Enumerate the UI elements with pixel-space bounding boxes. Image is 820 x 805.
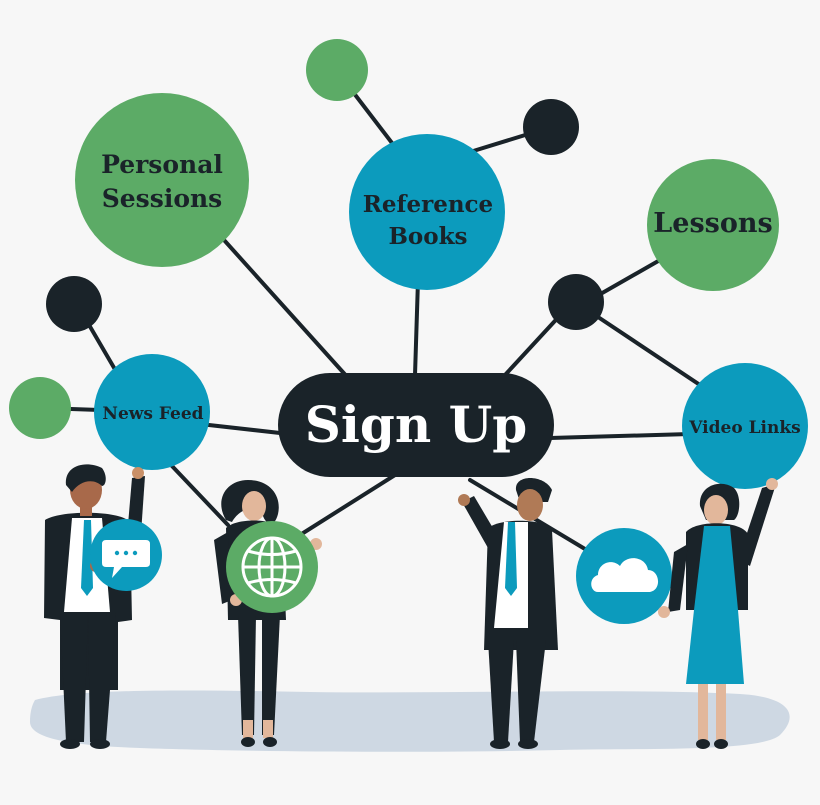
node-personal-sessions-line2: Sessions [102, 184, 223, 213]
node-video-links[interactable]: Video Links [682, 363, 808, 489]
globe-icon [226, 521, 318, 613]
node-personal-sessions[interactable]: Personal Sessions [75, 93, 249, 267]
chat-bubble-icon [90, 519, 162, 591]
node-personal-sessions-line1: Personal [101, 150, 223, 179]
dot-dark-right [548, 274, 604, 330]
node-lessons[interactable]: Lessons [647, 159, 779, 291]
node-video-links-label: Video Links [688, 418, 800, 438]
node-news-feed[interactable]: News Feed [94, 354, 210, 470]
node-reference-books-line1: Reference [363, 191, 493, 218]
dot-dark-left [46, 276, 102, 332]
dot-dark-top-right [523, 99, 579, 155]
sign-up-button[interactable]: Sign Up [278, 373, 554, 477]
node-news-feed-label: News Feed [102, 404, 203, 424]
node-reference-books-line2: Books [388, 223, 467, 250]
dot-green-top [306, 39, 368, 101]
ground-shadow [30, 690, 790, 752]
person-man-center [458, 478, 558, 749]
dot-green-left [9, 377, 71, 439]
person-woman-right [658, 478, 778, 749]
sign-up-label: Sign Up [305, 395, 527, 454]
node-lessons-label: Lessons [653, 208, 772, 239]
cloud-icon [576, 528, 672, 624]
node-reference-books[interactable]: Reference Books [349, 134, 505, 290]
